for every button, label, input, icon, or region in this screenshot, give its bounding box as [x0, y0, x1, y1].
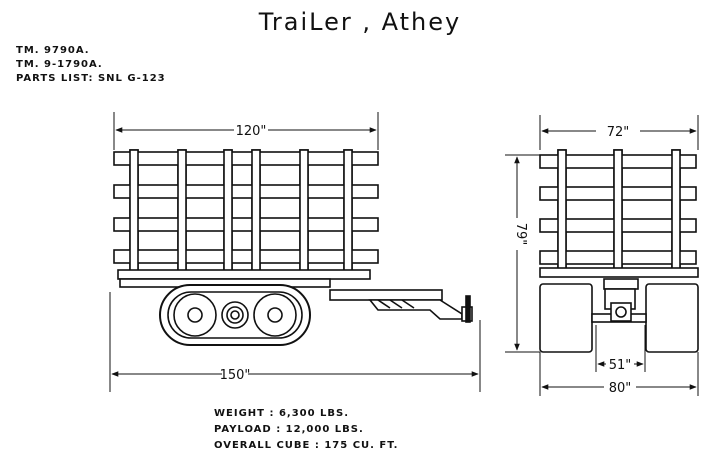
- body-width-label: 72": [607, 125, 630, 140]
- reference-list: TM. 9790A. TM. 9-1790A. PARTS LIST: SNL …: [16, 44, 166, 86]
- reference-tm-9790a: TM. 9790A.: [16, 45, 90, 56]
- drawing-title: TraiLer , Athey: [258, 8, 462, 36]
- end-dimensions: [505, 115, 699, 396]
- overall-length-label: 150": [220, 368, 251, 383]
- spec-payload: PAYLOAD : 12,000 LBS.: [214, 424, 364, 435]
- overall-width-label: 80": [609, 381, 632, 396]
- side-stakes-front: [129, 149, 353, 273]
- reference-tm-9-1790a: TM. 9-1790A.: [16, 59, 103, 70]
- reference-parts-list: PARTS LIST: SNL G-123: [16, 73, 166, 84]
- track-assembly: [159, 284, 311, 346]
- body-length-label: 120": [236, 124, 267, 139]
- side-view: [113, 149, 473, 346]
- end-bed: [539, 267, 699, 278]
- side-dimensions: [109, 112, 481, 392]
- side-bed: [117, 269, 371, 280]
- spec-block: WEIGHT : 6,300 LBS. PAYLOAD : 12,000 LBS…: [214, 406, 398, 454]
- end-axle: [591, 278, 647, 323]
- end-track-right: [645, 283, 699, 353]
- height-label: 79": [513, 223, 528, 246]
- end-view: [539, 149, 699, 353]
- drawbar: [329, 289, 473, 323]
- end-track-left: [539, 283, 593, 353]
- spec-overall-cube: OVERALL CUBE : 175 CU. FT.: [214, 440, 399, 451]
- spec-weight: WEIGHT : 6,300 LBS.: [214, 408, 350, 419]
- track-gauge-label: 51": [609, 358, 632, 373]
- side-slats: [113, 151, 379, 264]
